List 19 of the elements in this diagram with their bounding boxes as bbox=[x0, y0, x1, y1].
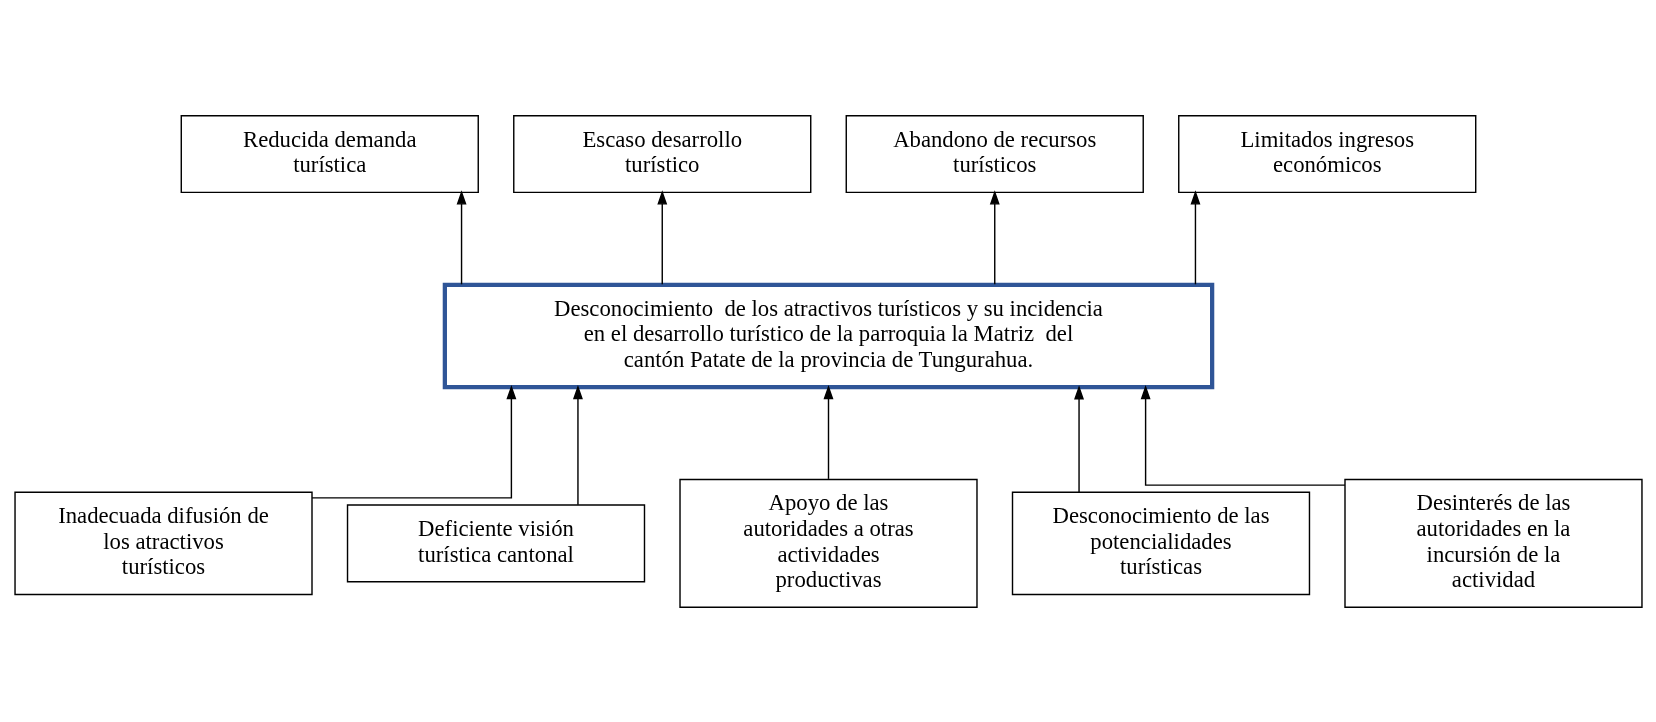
node-box: Desinterés de las autoridades en la incursión de la actividad bbox=[1343, 478, 1643, 608]
arrow bbox=[456, 189, 467, 285]
arrow bbox=[1140, 384, 1346, 486]
arrow bbox=[989, 189, 1000, 285]
node-box: Escaso desarrollo turístico bbox=[512, 114, 811, 193]
arrow bbox=[656, 189, 667, 285]
node-box: Reducida demanda turística bbox=[180, 114, 479, 193]
node-box: Inadecuada difusión de los atractivos turísticos bbox=[13, 491, 313, 595]
arrow bbox=[1189, 189, 1200, 285]
node-box: Abandono de recursos turísticos bbox=[845, 114, 1144, 193]
arrow bbox=[823, 384, 833, 480]
arrow bbox=[310, 384, 516, 499]
node-box: Desconocimiento de las potencialidades turísticas bbox=[1011, 491, 1310, 595]
node-box: Limitados ingresos económicos bbox=[1177, 114, 1476, 193]
arrow bbox=[1073, 384, 1084, 493]
arrow bbox=[572, 384, 583, 506]
node-box: Desconocimiento de los atractivos turísticos y su incidencia en el desarrollo turístico de la parroquia la Matriz del cantón Patate de la provincia de Tungurahua. bbox=[442, 282, 1214, 389]
node-box: Deficiente visión turística cantonal bbox=[346, 503, 645, 582]
node-box: Apoyo de las autoridades a otras actividades productivas bbox=[678, 478, 978, 608]
